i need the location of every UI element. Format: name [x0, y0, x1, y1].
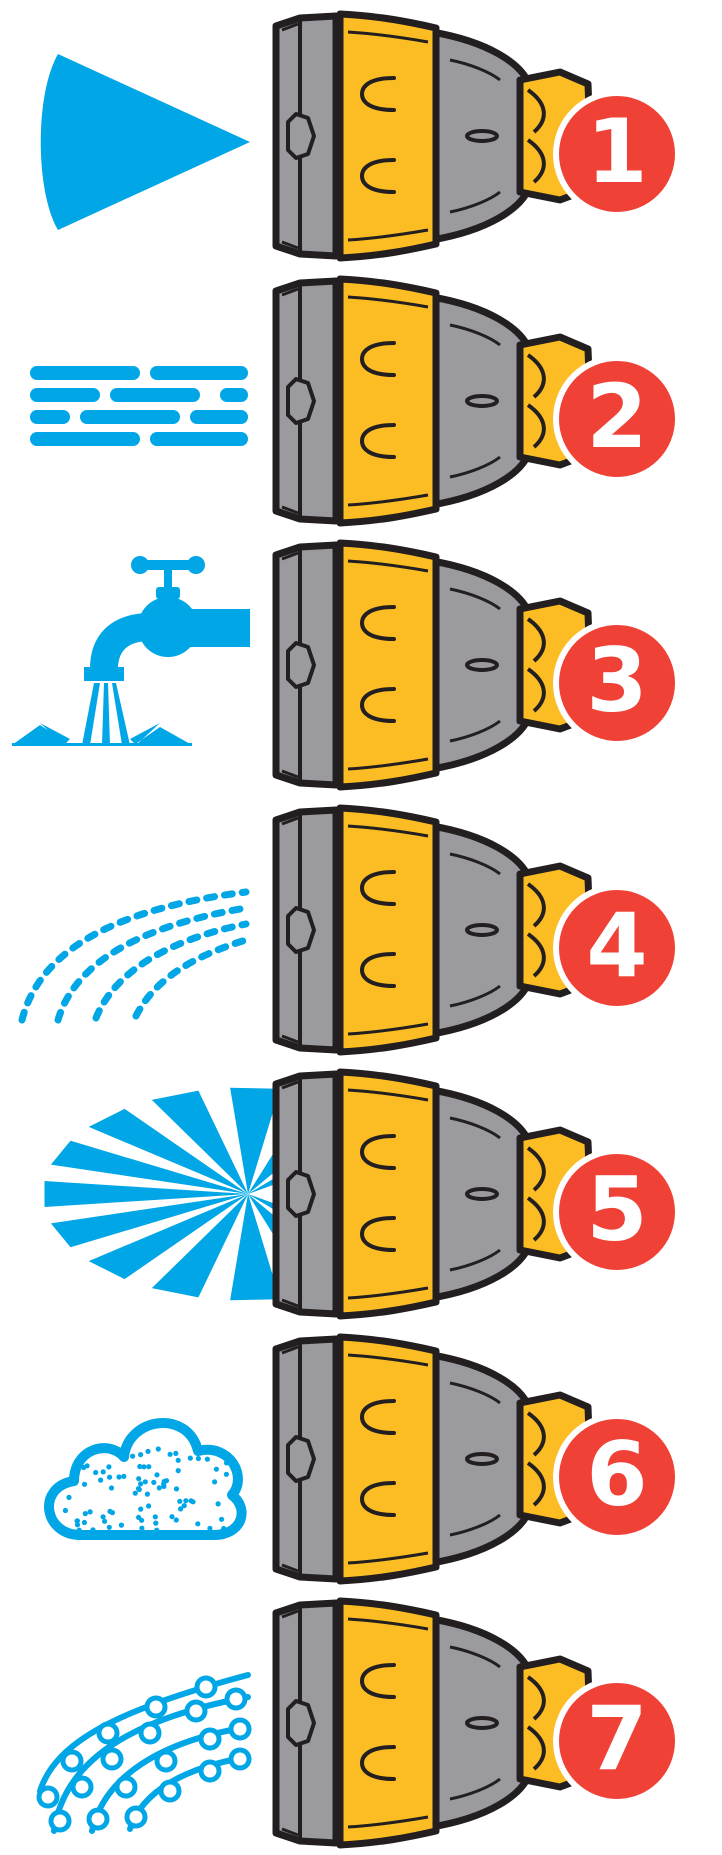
- nozzle-illustration: [44, 1062, 722, 1326]
- nozzle-body: [276, 1337, 592, 1581]
- setting-row: 7: [0, 1591, 722, 1855]
- tap-shower-icon: [12, 556, 250, 746]
- setting-row: 6: [0, 1327, 722, 1591]
- setting-row: 4: [0, 798, 722, 1062]
- setting-number-badge: 7: [553, 1677, 681, 1805]
- setting-number-badge: 2: [553, 355, 681, 483]
- setting-number-badge: 4: [553, 884, 681, 1012]
- cone-jet-icon: [40, 54, 251, 230]
- setting-number-badge: 5: [553, 1148, 681, 1276]
- setting-row: 2: [0, 269, 722, 533]
- nozzle-illustration: [12, 533, 722, 797]
- nozzle-body: [276, 543, 592, 787]
- nozzle-body: [276, 1072, 592, 1316]
- nozzle-body: [276, 279, 592, 523]
- nozzle-illustration: [30, 269, 722, 533]
- nozzle-illustration: [40, 4, 722, 268]
- nozzle-illustration: [36, 1591, 722, 1855]
- setting-row: 5: [0, 1062, 722, 1326]
- setting-number-badge: 6: [553, 1413, 681, 1541]
- flat-stream-icon: [30, 366, 248, 446]
- nozzle-illustration: [44, 1327, 722, 1591]
- setting-number-badge: 3: [553, 619, 681, 747]
- spray-drops-icon: [18, 888, 250, 1024]
- setting-row: 3: [0, 533, 722, 797]
- soaker-icon: [36, 1672, 252, 1834]
- nozzle-illustration: [18, 798, 722, 1062]
- nozzle-body: [276, 14, 592, 258]
- mist-cloud-icon: [44, 1418, 247, 1540]
- nozzle-body: [276, 1601, 592, 1845]
- nozzle-body: [276, 808, 592, 1052]
- setting-number-badge: 1: [553, 90, 681, 218]
- setting-row: 1: [0, 4, 722, 268]
